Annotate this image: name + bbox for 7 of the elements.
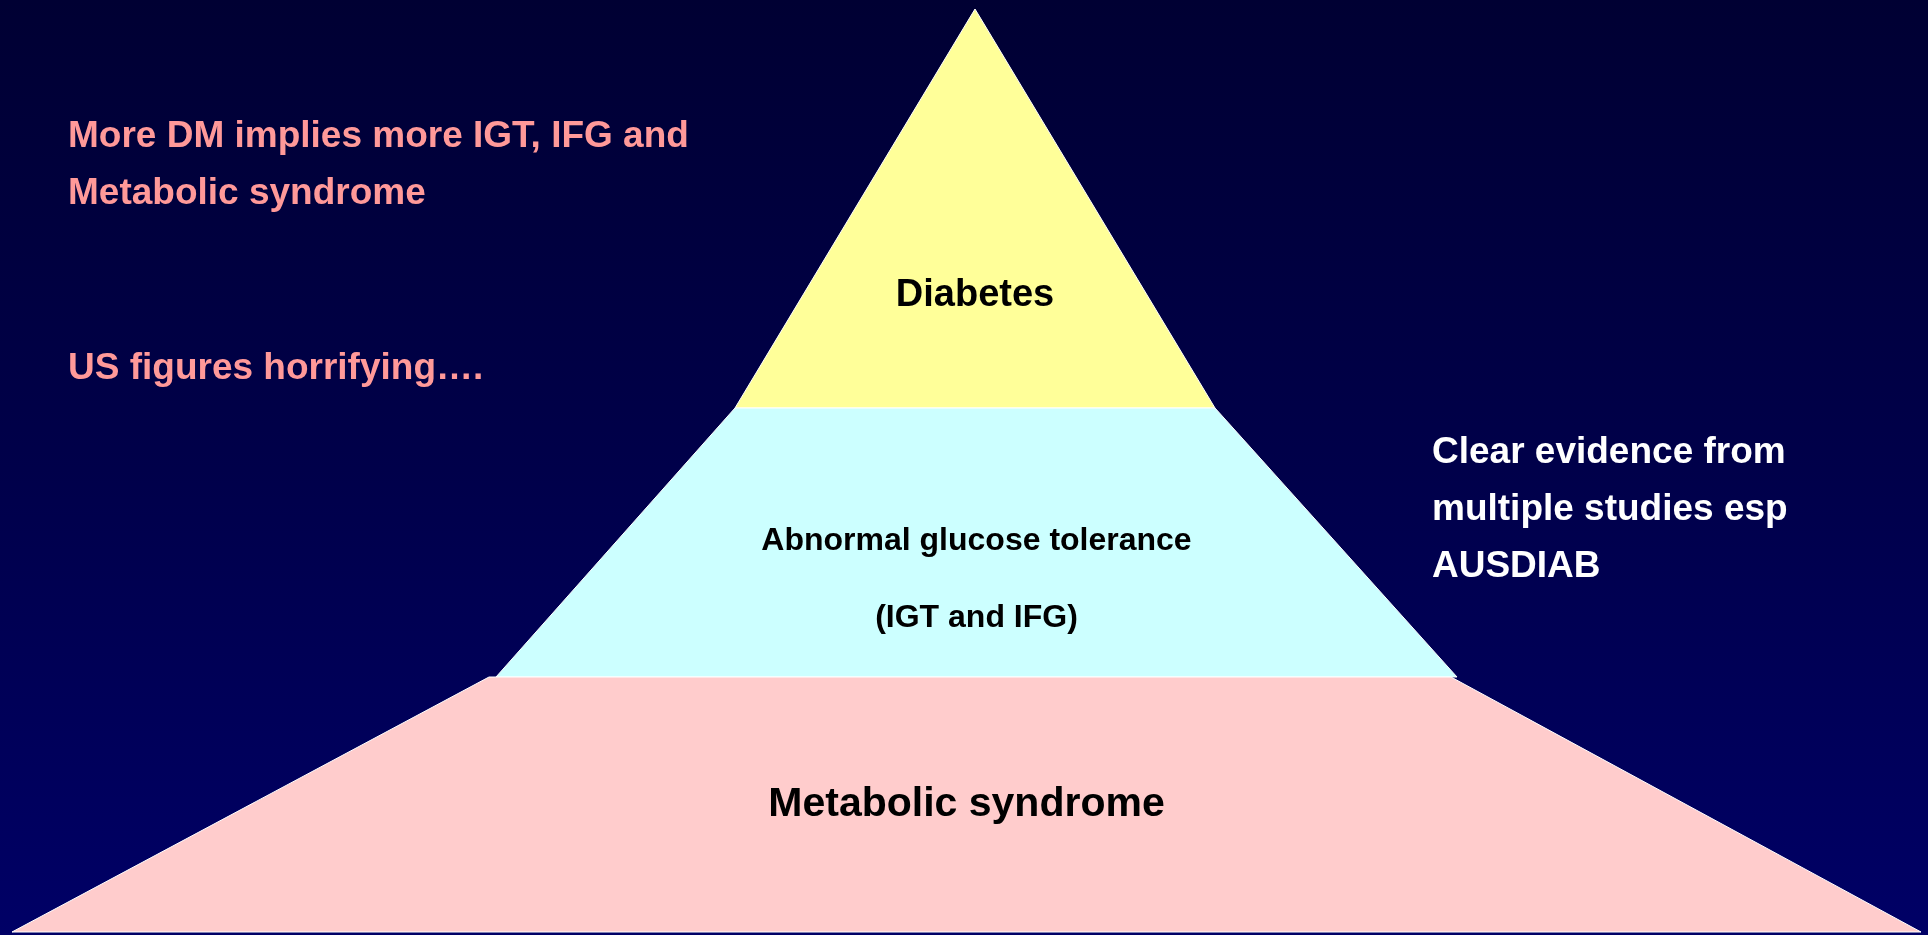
- tier-label: Metabolic syndrome: [768, 778, 1165, 827]
- note-text: More DM implies more IGT, IFG and Metabolic syndrome: [68, 113, 690, 214]
- note-text: US figures horrifying….: [68, 345, 485, 389]
- tier-label: (IGT and IFG): [875, 597, 1078, 636]
- tier-label: Diabetes: [895, 271, 1055, 316]
- note-text: Clear evidence from multiple studies esp AUSDIAB: [1432, 429, 1789, 587]
- tier-label: Abnormal glucose tolerance: [761, 520, 1192, 559]
